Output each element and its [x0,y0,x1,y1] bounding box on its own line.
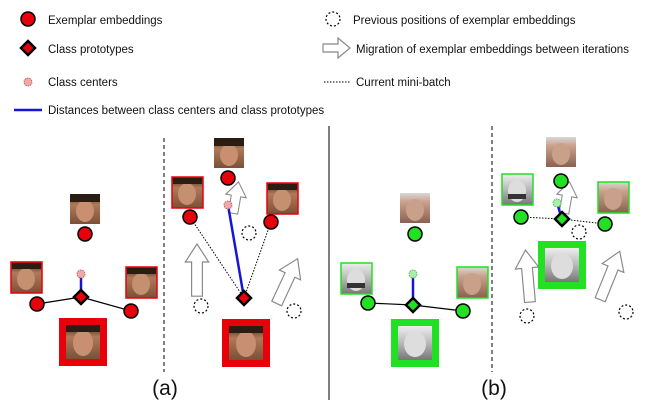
legend-exemplar: Exemplar embeddings [20,11,163,27]
exemplar-marker-icon [20,11,36,27]
previous-position-marker [618,304,634,320]
migration-arrow [184,242,210,297]
face-photo-icon [171,176,204,209]
class-center-marker [552,198,562,208]
panel-label-b: (b) [481,377,507,400]
legend-exemplar-label: Exemplar embeddings [48,15,163,27]
legend-migration-label: Migration of exemplar embeddings between… [356,44,629,56]
panel-b-before [340,193,489,367]
panel-a-before [10,194,158,366]
migration-arrow [514,248,540,304]
exemplar-marker [407,226,423,242]
previous-position-marker [241,225,257,241]
exemplar-marker [455,303,471,319]
face-photo-icon [538,241,586,289]
legend-previous: Previous positions of exemplar embedding… [325,11,576,27]
exemplar-marker [29,296,45,312]
legend-center-label: Class centers [48,77,118,89]
class-prototype-marker [553,210,571,228]
previous-position-marker [571,224,587,240]
panel-a-after [171,138,302,367]
class-center-marker [223,200,233,210]
face-photo-icon [400,193,430,223]
face-photo-icon [59,318,107,366]
legend-center: Class centers [23,77,118,89]
previous-position-icon [325,11,341,27]
distance-line [226,204,246,299]
panel-label-a: (a) [152,377,178,400]
class-prototype-marker [235,289,253,307]
legend-minibatch: Current mini-batch [324,77,451,89]
prototype-marker-icon [19,39,37,57]
migration-arrow-icon [322,36,351,60]
exemplar-marker [182,209,198,225]
class-prototype-marker [404,296,422,314]
legend-distance-label: Distances between class centers and clas… [48,105,324,117]
minibatch-edge [243,221,272,299]
migration-arrow [271,257,302,307]
previous-position-marker [193,298,209,314]
center-marker-icon [23,77,33,87]
face-photo-icon [266,182,299,215]
face-photo-icon [70,194,100,224]
exemplar-marker [263,214,279,230]
exemplar-marker [220,170,236,186]
migration-arrow [555,180,579,215]
migration-arrow [594,250,625,303]
class-center-marker [408,269,418,279]
face-photo-icon [125,266,158,299]
exemplar-marker [123,303,139,319]
face-photo-icon [214,138,244,168]
panel-b-after [501,137,634,324]
face-photo-icon [222,319,270,367]
legend-prototype-label: Class prototypes [48,44,134,56]
legend-migration: Migration of exemplar embeddings between… [322,36,629,60]
legend-previous-label: Previous positions of exemplar embedding… [353,15,576,27]
face-photo-icon [340,262,373,295]
legend-prototype: Class prototypes [19,39,134,57]
face-photo-icon [501,173,534,206]
previous-position-marker [286,303,302,319]
class-center-marker [76,269,86,279]
exemplar-marker [77,226,93,242]
legend-minibatch-label: Current mini-batch [356,77,451,89]
face-photo-icon [10,261,43,294]
exemplar-marker [553,173,569,189]
face-photo-icon [597,181,630,214]
minibatch-edge [189,216,245,299]
face-photo-icon [546,137,576,167]
exemplar-marker [597,216,613,232]
legend-distance: Distances between class centers and clas… [14,105,324,117]
exemplar-marker [360,295,376,311]
previous-position-marker [519,308,535,324]
class-prototype-marker [72,288,90,306]
face-photo-icon [456,266,489,299]
legend: Exemplar embeddings Class prototypes Cla… [14,11,629,117]
exemplar-marker [513,209,529,225]
face-photo-icon [391,319,439,367]
